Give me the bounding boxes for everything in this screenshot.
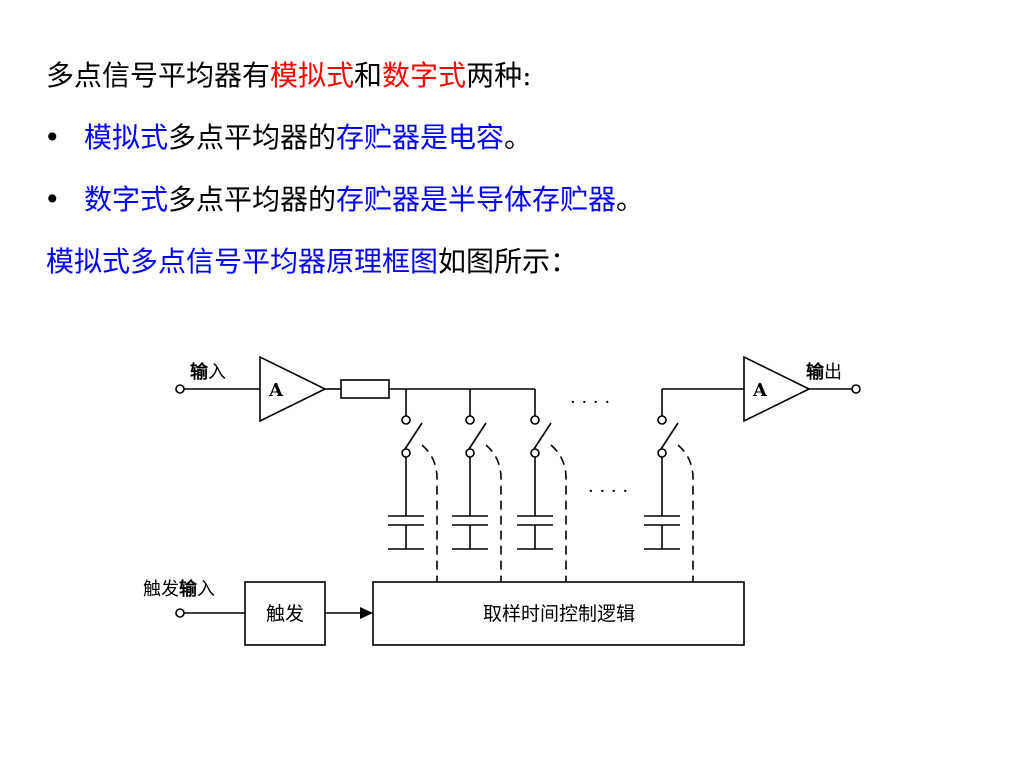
bullet-mark: • <box>44 121 61 154</box>
output-amplifier-label: A <box>752 380 768 401</box>
trigger-box-label: 触发 <box>266 603 304 625</box>
heading-text: 多点信号平均器有 <box>46 59 271 92</box>
switch-contact-bottom <box>657 448 667 458</box>
resistor <box>340 379 390 399</box>
output-label: 输出 <box>806 361 842 383</box>
sampling-logic-box <box>372 581 745 646</box>
bullet-item-digital: • 数字式多点平均器的存贮器是半导体存贮器。 <box>44 182 645 218</box>
switch-blade <box>404 422 423 450</box>
bullet-period: 。 <box>504 121 533 154</box>
caption-tail: 如图所示： <box>438 245 579 278</box>
dots-upper: · · · · <box>570 392 610 413</box>
control-line <box>421 444 438 582</box>
caption-line: 模拟式多点信号平均器原理框图如图所示： <box>46 244 578 280</box>
input-amplifier-label: A <box>268 380 284 401</box>
output-amplifier <box>743 355 811 423</box>
input-terminal <box>175 384 185 394</box>
bullet-term: 模拟式 <box>84 121 169 154</box>
heading-digital: 数字式 <box>382 59 467 92</box>
switch-blade <box>533 422 552 450</box>
channel-n <box>644 389 694 582</box>
channel-1 <box>388 389 438 582</box>
bullet-text: 多点平均器的 <box>168 183 337 216</box>
switch-contact-bottom <box>465 448 475 458</box>
bullet-period: 。 <box>616 183 645 216</box>
heading-line: 多点信号平均器有模拟式和数字式两种: <box>46 58 532 94</box>
bullet-mark: • <box>44 183 61 216</box>
input-amplifier <box>259 355 327 423</box>
switch-blade <box>468 422 487 450</box>
bullet-term: 数字式 <box>84 183 169 216</box>
heading-analog: 模拟式 <box>270 59 355 92</box>
bullet-text: 多点平均器的 <box>168 121 337 154</box>
trigger-box <box>244 581 326 646</box>
channel-3 <box>517 389 567 582</box>
input-label: 输入 <box>190 361 226 383</box>
switch-contact-top <box>401 415 411 425</box>
trigger-terminal <box>175 608 185 618</box>
arrow-head <box>360 607 373 619</box>
heading-tail: 两种: <box>466 59 532 92</box>
control-line <box>550 444 567 582</box>
switch-contact-top <box>465 415 475 425</box>
channel-2 <box>452 389 502 582</box>
switch-contact-bottom <box>401 448 411 458</box>
control-line <box>485 444 502 582</box>
switch-contact-bottom <box>530 448 540 458</box>
trigger-input-label: 触发输入 <box>143 578 215 600</box>
switch-contact-top <box>530 415 540 425</box>
switch-blade <box>660 422 679 450</box>
bullet-highlight: 存贮器是半导体存贮器 <box>336 183 617 216</box>
dots-lower: · · · · <box>588 481 628 502</box>
caption-title: 模拟式多点信号平均器原理框图 <box>46 245 439 278</box>
bullet-item-analog: • 模拟式多点平均器的存贮器是电容。 <box>44 120 533 156</box>
switch-contact-top <box>657 415 667 425</box>
heading-and: 和 <box>354 59 383 92</box>
sampling-logic-label: 取样时间控制逻辑 <box>483 603 635 625</box>
bullet-highlight: 存贮器是电容 <box>336 121 505 154</box>
output-terminal <box>851 384 861 394</box>
control-line <box>677 444 694 582</box>
